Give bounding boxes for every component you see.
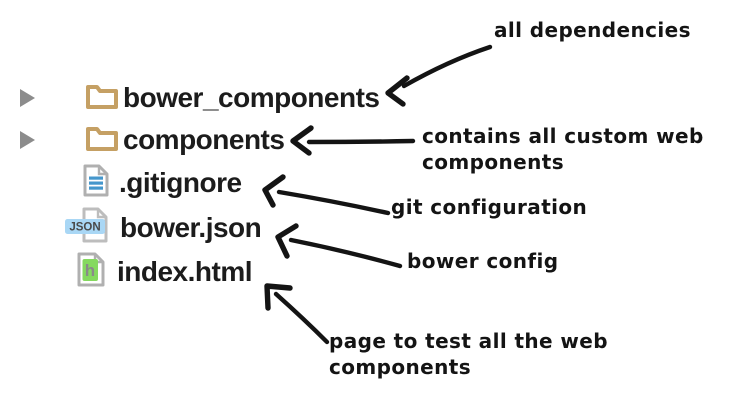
chevron-right-icon[interactable] (17, 129, 37, 151)
tree-item-bower-components[interactable]: bower_components (17, 80, 380, 116)
text-file-icon (82, 163, 110, 203)
tree-item-index-html[interactable]: h index.html (76, 251, 253, 293)
annotation-line: git configuration (391, 195, 588, 219)
annotation-line: page to test all the web (329, 329, 608, 353)
tree-item-label: bower_components (123, 82, 380, 113)
tree-item-label: index.html (117, 256, 253, 287)
annotation-line: bower config (407, 249, 559, 273)
annotation-line: contains all custom web (422, 124, 704, 148)
annotation-line: all dependencies (494, 18, 691, 42)
html-letter: h (85, 261, 95, 280)
annotation-all-dependencies: all dependencies (494, 17, 691, 43)
tree-item-label: bower.json (120, 212, 262, 243)
folder-icon (85, 124, 119, 157)
tree-item-bower-json[interactable]: JSON bower.json (64, 207, 262, 246)
tree-item-gitignore[interactable]: .gitignore (82, 163, 242, 203)
tree-item-label: .gitignore (119, 167, 242, 198)
annotation-index-page: page to test all the web components (329, 328, 608, 380)
folder-icon (85, 82, 119, 115)
tree-item-components[interactable]: components (17, 122, 285, 158)
annotation-bower-config: bower config (407, 248, 558, 274)
annotation-git-configuration: git configuration (391, 194, 587, 220)
annotation-line: components (422, 150, 564, 174)
chevron-right-icon[interactable] (17, 87, 37, 109)
json-badge-text: JSON (69, 221, 100, 233)
html-file-icon: h (76, 251, 106, 293)
annotation-line: components (329, 355, 471, 379)
json-file-icon: JSON (64, 207, 110, 250)
tree-item-label: components (123, 124, 285, 155)
annotation-components: contains all custom web components (422, 123, 704, 175)
